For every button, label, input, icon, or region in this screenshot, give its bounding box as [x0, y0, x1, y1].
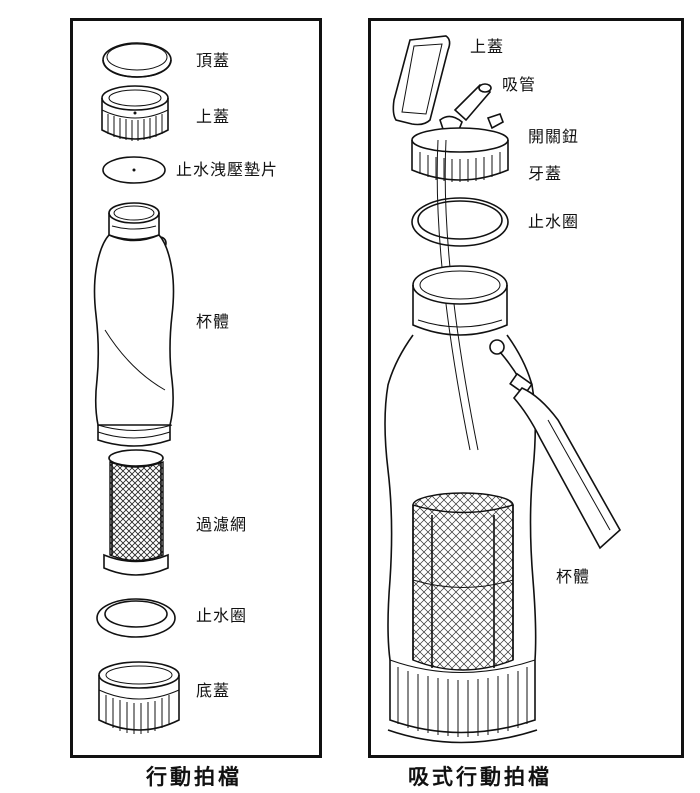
left-bottle-body-part [93, 202, 175, 447]
label-switch-button: 開關鈕 [528, 127, 580, 146]
label-bottle-body-right: 杯體 [556, 567, 591, 586]
label-thread-lid: 牙蓋 [528, 164, 563, 183]
left-upper-lid-part [101, 85, 169, 141]
label-leak-gasket: 止水洩壓墊片 [176, 160, 279, 179]
left-top-lid-part [102, 42, 172, 78]
left-gasket-part [102, 156, 166, 184]
right-water-ring-part [411, 197, 509, 247]
label-filter-mesh: 過濾網 [196, 515, 248, 534]
right-bottle-body-part [384, 265, 538, 744]
right-inner-filter-part [412, 492, 514, 671]
label-water-ring-right: 止水圈 [528, 212, 580, 231]
left-filter-mesh-part [103, 449, 169, 576]
left-bottom-lid-part [98, 661, 180, 734]
label-bottom-lid: 底蓋 [196, 681, 231, 700]
label-upper-lid-right: 上蓋 [470, 37, 505, 56]
label-top-lid: 頂蓋 [196, 51, 231, 70]
label-straw: 吸管 [502, 75, 537, 94]
caption-right: 吸式行動拍檔 [408, 765, 552, 789]
label-water-ring-left: 止水圈 [196, 606, 248, 625]
label-upper-lid: 上蓋 [196, 107, 231, 126]
right-top-assembly-part [392, 35, 509, 182]
label-bottle-body-left: 杯體 [196, 312, 231, 331]
caption-left: 行動拍檔 [146, 765, 242, 789]
left-water-ring-part [96, 598, 176, 638]
right-strap-part [489, 339, 622, 550]
